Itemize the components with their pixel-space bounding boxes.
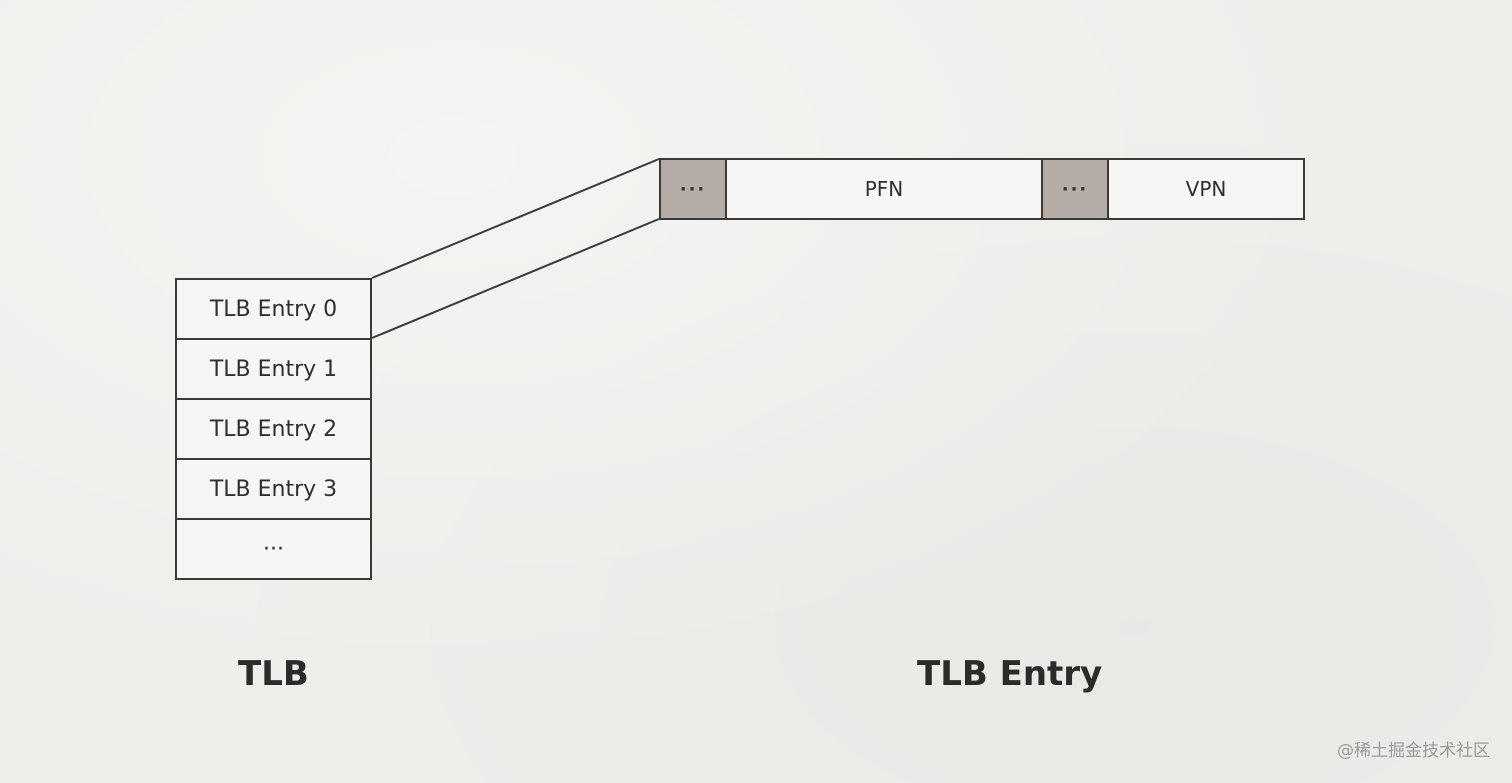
tlb-entry-1: TLB Entry 1 xyxy=(177,340,370,400)
entry-field-vpn: VPN xyxy=(1185,177,1227,201)
tlb-table: TLB Entry 0 TLB Entry 1 TLB Entry 2 TLB … xyxy=(175,278,372,580)
tlb-entry-layout: ··· PFN ··· VPN xyxy=(659,158,1305,220)
connector-line-top xyxy=(371,158,660,279)
entry-field-flags-1: ··· xyxy=(661,160,727,218)
watermark: @稀土掘金技术社区 xyxy=(1337,741,1490,761)
connector-line-bottom xyxy=(371,218,660,339)
tlb-entry-0: TLB Entry 0 xyxy=(177,280,370,340)
tlb-entry-caption: TLB Entry xyxy=(917,654,1103,694)
tlb-entry-ellipsis: ··· xyxy=(263,536,284,562)
tlb-entry-2: TLB Entry 2 xyxy=(177,400,370,460)
entry-field-flags-2: ··· xyxy=(1043,160,1109,218)
tlb-caption: TLB xyxy=(238,654,309,694)
tlb-entry-3: TLB Entry 3 xyxy=(177,460,370,520)
entry-field-pfn: PFN xyxy=(727,160,1043,218)
